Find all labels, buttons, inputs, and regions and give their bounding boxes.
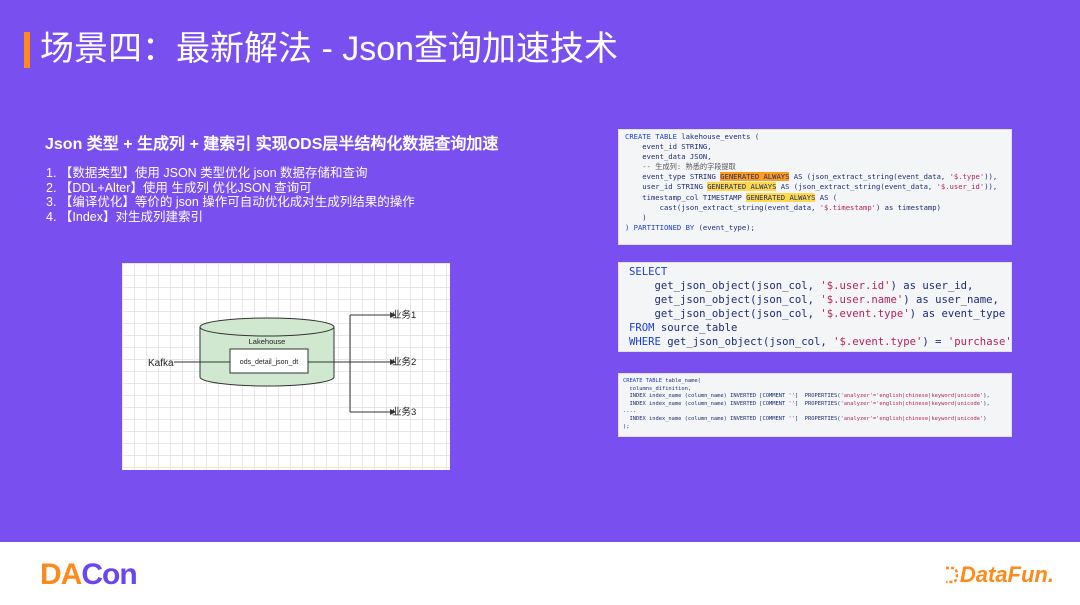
code-line: CREATE TABLE lakehouse_events (: [625, 132, 760, 141]
arrow-head-3: [390, 409, 396, 415]
code-comment: -- 生成列: 熟悉的字段提取: [625, 162, 736, 172]
output-label-2: 业务2: [392, 356, 416, 368]
diagram-svg: Kafka Lakehouse ods_detail_json_dt 业务1 业…: [148, 309, 416, 418]
code-line: WHERE get_json_object(json_col, '$.event…: [629, 336, 1012, 348]
footer: [0, 542, 1080, 605]
section-subtitle: Json 类型 + 生成列 + 建索引 实现ODS层半结构化数据查询加速: [45, 136, 499, 153]
table-box: [229, 348, 309, 374]
code-line: event_data JSON,: [625, 152, 712, 162]
arrow-head-2: [390, 359, 396, 365]
bullet-list: 1. 【数据类型】使用 JSON 类型优化 json 数据存储和查询 2. 【D…: [46, 166, 415, 224]
code-line: get_json_object(json_col, '$.event.type'…: [629, 308, 1006, 320]
code-block-create-table: CREATE TABLE lakehouse_events ( event_id…: [618, 129, 1012, 245]
code-line: ): [625, 212, 647, 222]
code-line: );: [623, 423, 630, 430]
code-line: CREATE TABLE table_name(: [623, 378, 701, 384]
bullet-item: 4. 【Index】对生成列建索引: [46, 209, 203, 224]
title-accent-bar: [24, 32, 30, 68]
code-line: ....: [623, 408, 636, 415]
datafun-mark-icon: [945, 566, 958, 584]
table-label: ods_detail_json_dt: [240, 359, 298, 366]
code-line: INDEX index_name (column_name) INVERTED …: [623, 415, 987, 422]
datafun-logo: DataFun.: [944, 562, 1054, 588]
slide: 场景四：最新解法 - Json查询加速技术 Json 类型 + 生成列 + 建索…: [24, 30, 1012, 470]
code-line: SELECT: [629, 266, 668, 278]
code-line: INDEX index_name (column_name) INVERTED …: [623, 393, 990, 400]
arrow-head-1: [390, 312, 396, 318]
code-block-select: SELECT get_json_object(json_col, '$.user…: [618, 262, 1012, 352]
bullet-item: 3. 【编译优化】等价的 json 操作可自动优化成对生成列结果的操作: [46, 195, 415, 209]
code-line: ) PARTITIONED BY (event_type);: [625, 222, 755, 232]
bullet-item: 2. 【DDL+Alter】使用 生成列 优化JSON 查询可: [46, 180, 312, 195]
code-line: timestamp_col TIMESTAMP GENERATED ALWAYS…: [625, 192, 838, 202]
kafka-label: Kafka: [148, 358, 174, 369]
code-line: event_type STRING GENERATED ALWAYS AS (j…: [625, 172, 998, 182]
bullet-item: 1. 【数据类型】使用 JSON 类型优化 json 数据存储和查询: [46, 166, 368, 180]
code-line: columns_difinition,: [623, 385, 692, 392]
code-line: get_json_object(json_col, '$.user.name')…: [629, 294, 999, 306]
code-line: event_id STRING,: [625, 142, 712, 152]
code-line: cast(json_extract_string(event_data, '$.…: [625, 202, 941, 212]
code-line: FROM source_table: [629, 322, 738, 334]
architecture-diagram: Kafka Lakehouse ods_detail_json_dt 业务1 业…: [122, 263, 450, 470]
code-line: INDEX index_name (column_name) INVERTED …: [623, 400, 990, 407]
lakehouse-label: Lakehouse: [249, 337, 286, 346]
output-label-3: 业务3: [392, 406, 416, 418]
page-title: 场景四：最新解法 - Json查询加速技术: [40, 30, 619, 68]
dacon-logo: DACon: [40, 558, 138, 591]
output-label-1: 业务1: [392, 309, 416, 321]
code-line: get_json_object(json_col, '$.user.id') a…: [629, 280, 974, 292]
code-block-index: CREATE TABLE table_name( columns_difinit…: [618, 373, 1012, 437]
code-line: user_id STRING GENERATED ALWAYS AS (json…: [625, 182, 998, 192]
